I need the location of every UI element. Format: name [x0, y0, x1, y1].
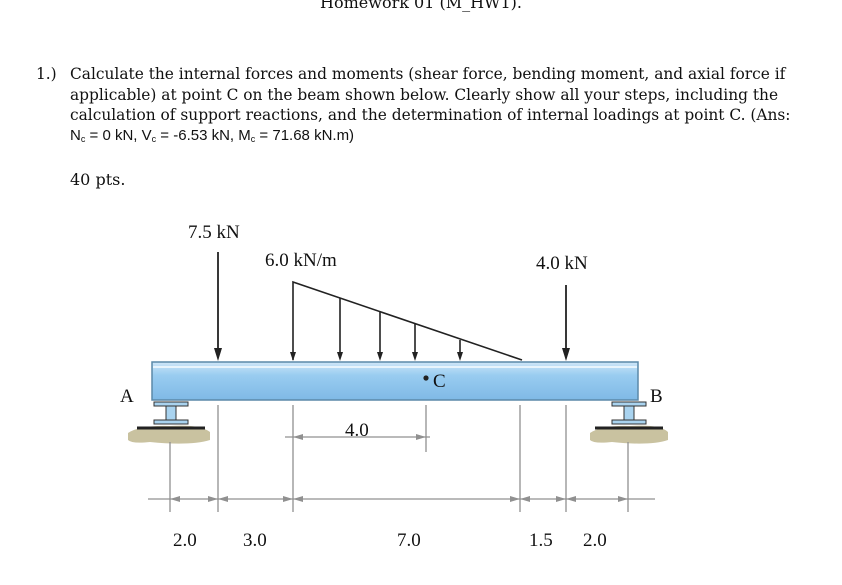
support-a-label: A	[120, 386, 134, 407]
distributed-load	[292, 280, 523, 361]
dimension-arrowheads	[170, 434, 628, 502]
answer-v-symbol: V	[141, 127, 152, 144]
support-b-label: B	[650, 386, 663, 407]
dimension-label-3: 7.0	[397, 530, 421, 551]
point-load-left-arrow	[214, 252, 222, 361]
dimension-label-1: 2.0	[173, 530, 197, 551]
ground-left	[128, 425, 210, 444]
point-load-right-label: 4.0 kN	[536, 253, 588, 274]
page-title: Homework 01 (M_HW1).	[320, 0, 522, 12]
point-c-marker	[423, 375, 429, 381]
problem-line-2: applicable) at point C on the beam shown…	[70, 85, 779, 104]
problem-number: 1.)	[36, 65, 57, 83]
answer-n-symbol: N	[70, 127, 81, 144]
point-c-label: C	[433, 371, 446, 392]
points-label: 40 pts.	[70, 170, 126, 189]
point-load-right-arrow	[562, 285, 570, 361]
distributed-load-label: 6.0 kN/m	[265, 250, 337, 271]
problem-line-3: calculation of support reactions, and th…	[70, 106, 791, 124]
answer-n-sub: c	[80, 134, 86, 144]
dimension-label-5: 2.0	[583, 530, 607, 551]
problem-line-1: Calculate the internal forces and moment…	[70, 65, 786, 83]
answer-n-value: = 0 kN,	[85, 127, 142, 144]
answer-v-sub: c	[151, 134, 157, 144]
point-load-left-label: 7.5 kN	[188, 222, 240, 243]
dimension-label-2: 3.0	[243, 530, 267, 551]
answer-m-sub: c	[250, 134, 256, 144]
answer-line: Nc = 0 kN, Vc = -6.53 kN, Mc = 71.68 kN.…	[70, 127, 354, 144]
dimension-label-4: 1.5	[529, 530, 553, 551]
distributed-load-arrowheads	[290, 352, 463, 361]
dimension-inner-label: 4.0	[345, 420, 369, 441]
support-a-icon	[137, 401, 205, 430]
ground-right	[590, 425, 668, 444]
dimension-lines	[148, 405, 655, 512]
answer-m-symbol: M	[238, 127, 251, 144]
support-b-icon	[595, 401, 663, 430]
beam	[151, 361, 639, 401]
answer-m-value: = 71.68 kN.m)	[255, 127, 355, 144]
answer-v-value: = -6.53 kN,	[156, 127, 239, 144]
